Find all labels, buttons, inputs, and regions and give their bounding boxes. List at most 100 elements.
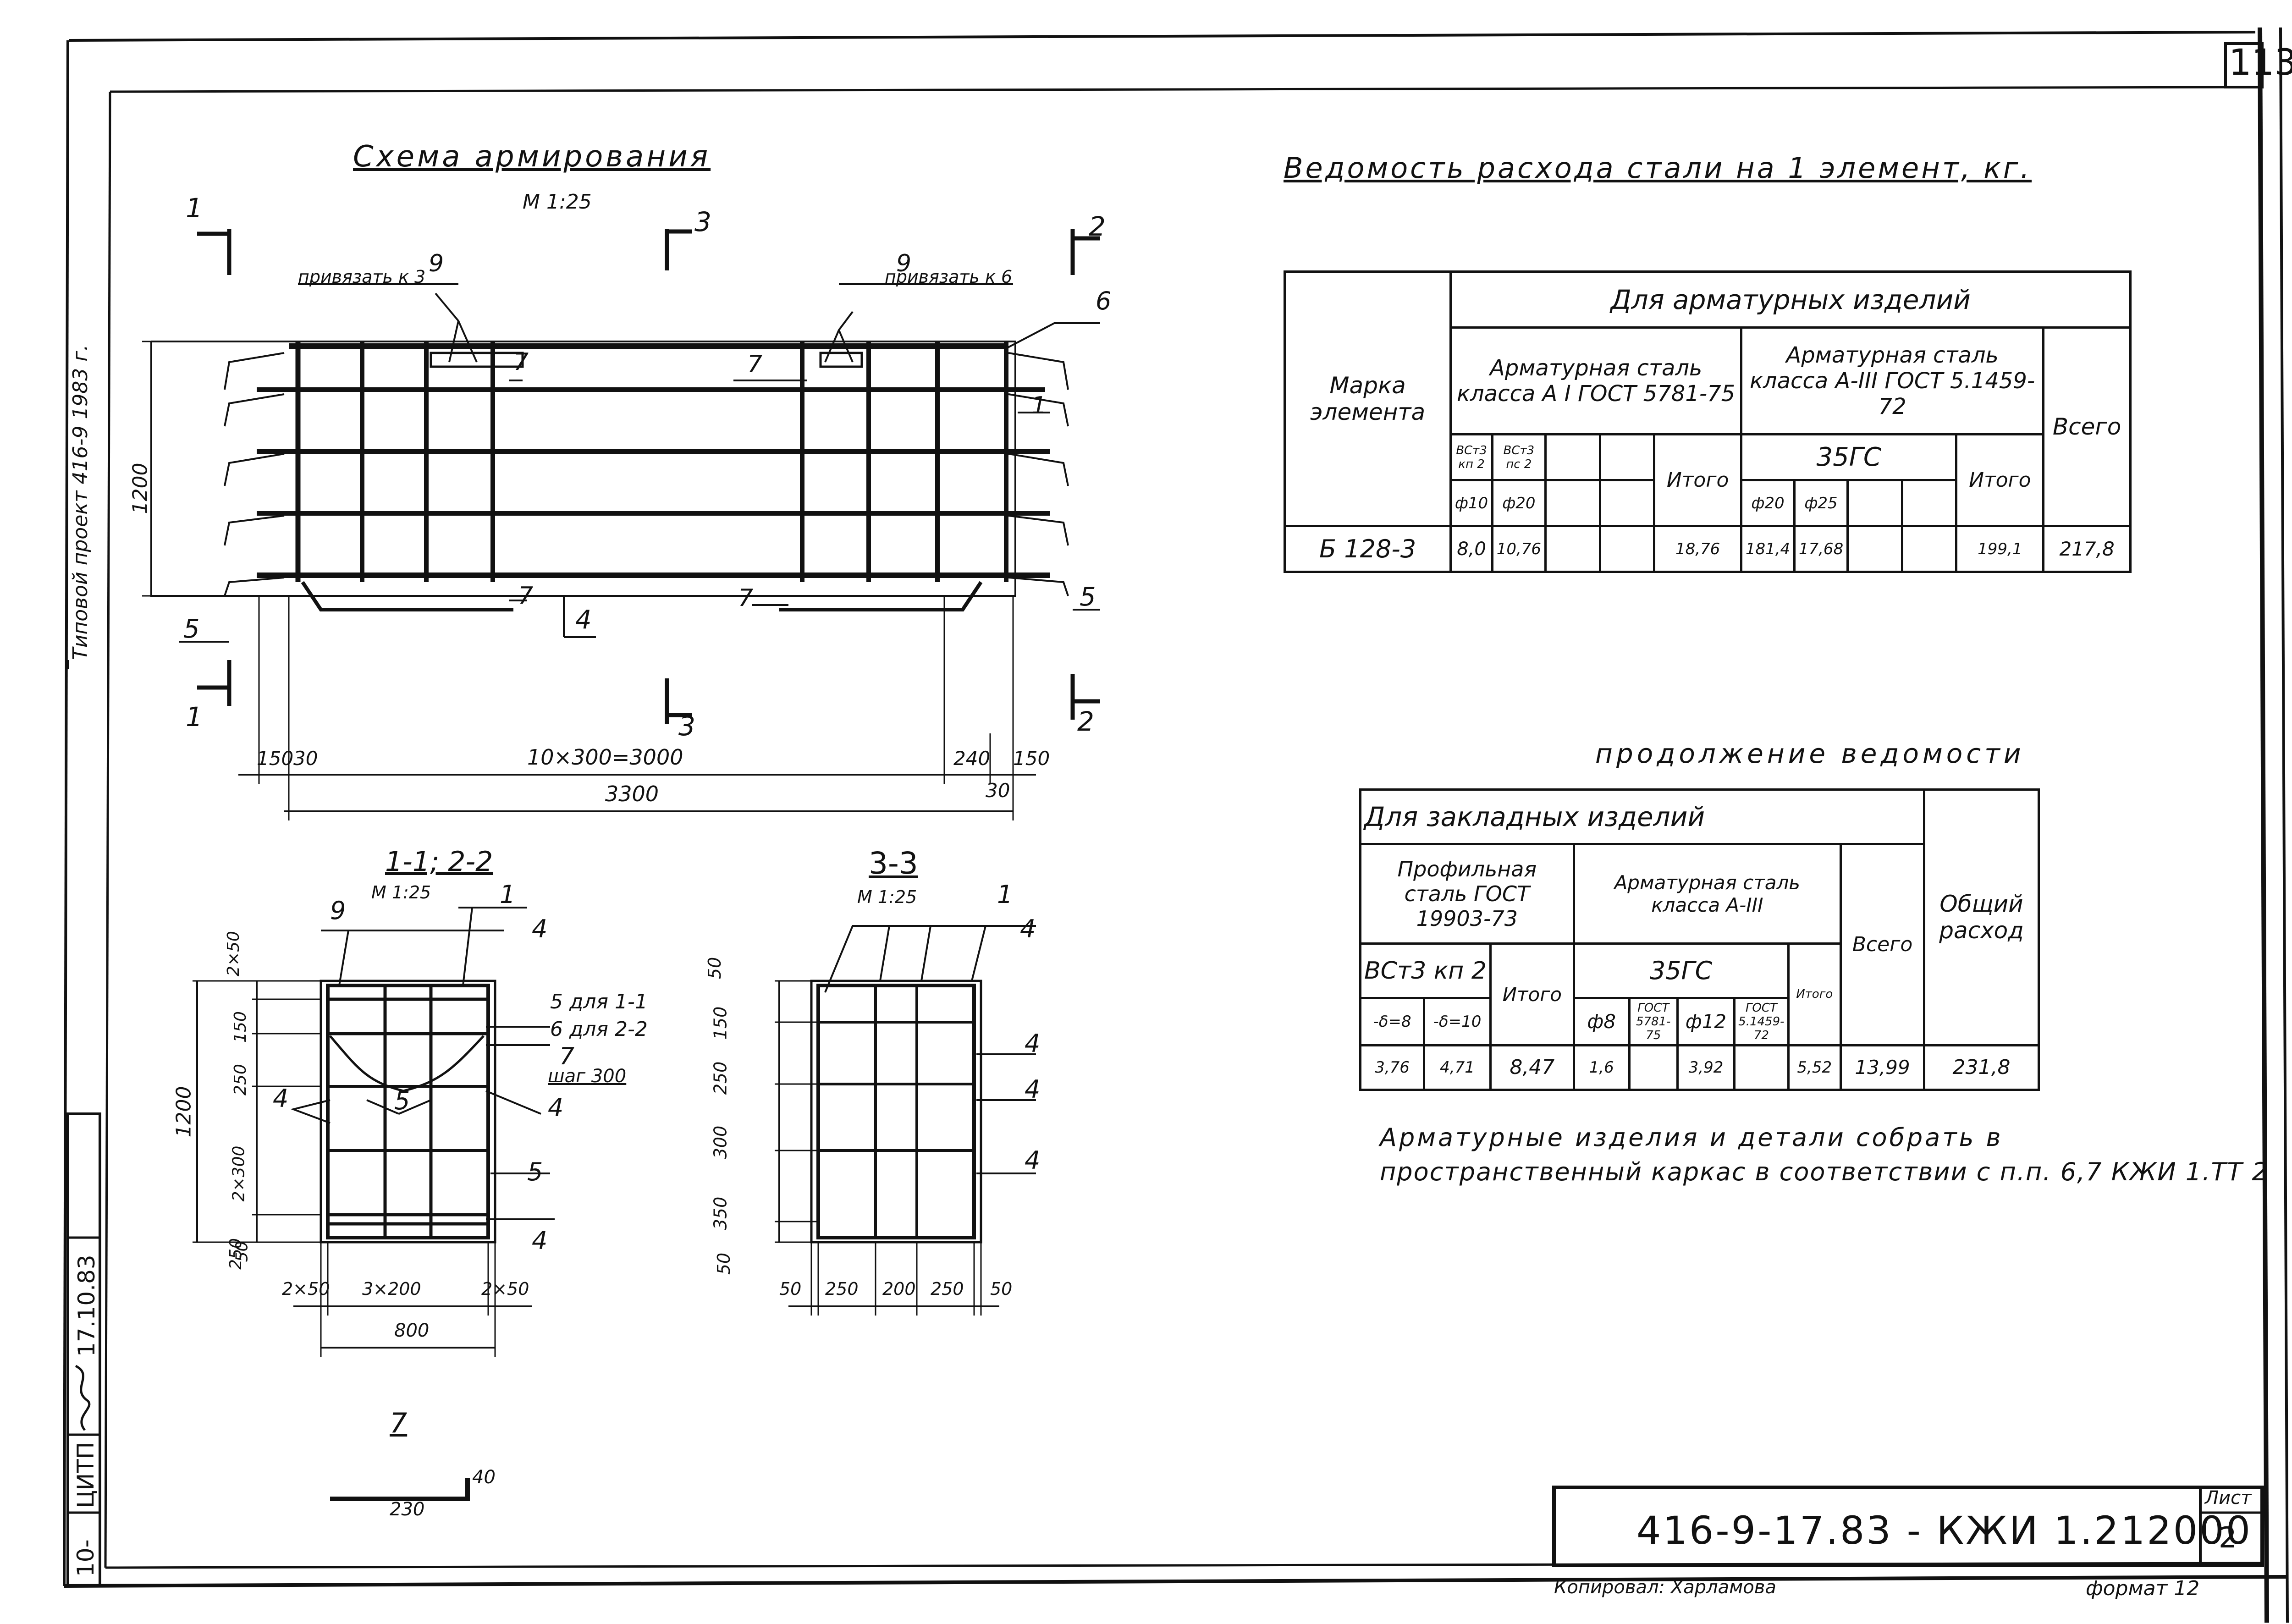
- sec11-note6: 6 для 2-2: [550, 1018, 648, 1041]
- group-a3: Арматурная сталь класса А-III ГОСТ 5.145…: [1740, 326, 2045, 436]
- section-1-top: 1: [186, 193, 203, 224]
- section-1-1-drawing: [193, 907, 555, 1357]
- row-c2: 10,76: [1491, 525, 1547, 573]
- cont-v1: 3,76: [1359, 1044, 1426, 1091]
- diam-7: [1846, 479, 1903, 528]
- cont-v3: 1,6: [1572, 1044, 1631, 1091]
- cont-table-title: продолжение ведомости: [1595, 738, 2025, 769]
- sec33-mark-1: 1: [997, 880, 1013, 909]
- sec11-note7: 7: [559, 1043, 575, 1070]
- mark-1: 1: [1031, 392, 1047, 419]
- note-line-2: пространственный каркас в соответствии с…: [1380, 1157, 2269, 1186]
- sec11-mark-4d: 4: [532, 1226, 548, 1255]
- diam-8: [1901, 479, 1958, 528]
- cont-gost1: ГОСТ 5781-75: [1628, 996, 1679, 1046]
- sec11-dim-bottom-1: 2×50: [282, 1279, 330, 1299]
- cont-header: Для закладных изделий: [1359, 788, 1926, 846]
- continuation-table: Для закладных изделий Общий расход Профи…: [1359, 788, 2040, 1091]
- dim-150b: 150: [1013, 747, 1050, 770]
- dim-30: 30: [293, 747, 318, 770]
- row-mark: Б 128-3: [1283, 525, 1452, 573]
- mark-7a: 7: [513, 348, 529, 376]
- section-1-bottom: 1: [186, 701, 203, 732]
- diam-1: ф10: [1449, 479, 1493, 528]
- detail7-length: 230: [390, 1499, 425, 1520]
- diam-3: [1544, 479, 1601, 528]
- mark-7d: 7: [738, 584, 754, 612]
- detail7-drawing: [330, 1478, 470, 1501]
- cont-col-total: Общий расход: [1923, 788, 2040, 1046]
- sec11-note5: 5 для 1-1: [550, 990, 648, 1013]
- cont-itogo: Итого: [1489, 942, 1575, 1046]
- cont-grade: 35ГС: [1572, 942, 1790, 999]
- sub-2: ВСт3 пс 2: [1491, 433, 1547, 482]
- dim-30b: 30: [986, 779, 1010, 802]
- sub-4: [1598, 433, 1656, 482]
- tie-note-left: привязать к 3: [298, 267, 426, 287]
- row-c4: [1598, 525, 1656, 573]
- sheet-number: 113: [2229, 42, 2292, 83]
- detail7-hook: 40: [472, 1467, 496, 1488]
- scheme-scale: М 1:25: [523, 190, 592, 214]
- cont-gost2: ГОСТ 5.1459-72: [1733, 996, 1790, 1046]
- cont-all: 13,99: [1839, 1044, 1926, 1091]
- steel-table-title: Ведомость расхода стали на 1 элемент, кг…: [1284, 151, 2032, 185]
- section11-scale: М 1:25: [371, 882, 431, 903]
- diam-5: ф20: [1740, 479, 1796, 528]
- sec11-dim-bottom-3: 2×50: [481, 1279, 529, 1299]
- note-line-1: Арматурные изделия и детали собрать в: [1380, 1123, 2003, 1152]
- mark-7c: 7: [518, 582, 534, 610]
- section-3-3-drawing: [775, 925, 1036, 1316]
- sec33-mark-4b: 4: [1025, 1029, 1041, 1058]
- cont-d3: ф8: [1572, 996, 1631, 1046]
- mark-5b: 5: [1080, 582, 1096, 612]
- diam-2: ф20: [1491, 479, 1547, 528]
- row-sum1: 18,76: [1653, 525, 1743, 573]
- reinforcement-elevation: [142, 229, 1100, 820]
- section-2-bottom: 2: [1077, 706, 1094, 737]
- row-c8: [1901, 525, 1958, 573]
- sub-1: ВСт3 кп 2: [1449, 433, 1493, 482]
- tie-note-right: привязать к 6: [885, 267, 1013, 287]
- col-total: Всего: [2042, 326, 2132, 528]
- mark-4: 4: [575, 605, 592, 635]
- row-c3: [1544, 525, 1601, 573]
- mark-5a: 5: [183, 614, 200, 644]
- section33-scale: М 1:25: [857, 887, 917, 907]
- sec33-dim-b4: 250: [931, 1279, 964, 1299]
- sec11-step: шаг 300: [548, 1066, 627, 1087]
- sheet-format: формат 12: [2086, 1577, 2200, 1600]
- cont-sum2: 5,52: [1787, 1044, 1842, 1091]
- sec33-mark-4c: 4: [1025, 1075, 1041, 1104]
- mark-9b: 9: [896, 250, 912, 277]
- dim-total: 3300: [605, 782, 659, 806]
- sec33-mark-4d: 4: [1025, 1146, 1041, 1175]
- row-c7: [1846, 525, 1903, 573]
- sec33-dim-b1: 50: [779, 1279, 802, 1299]
- mark-9a: 9: [429, 250, 444, 277]
- header-group: Для арматурных изделий: [1449, 270, 2132, 329]
- doc-code: 416-9-17.83 - КЖИ 1.212000: [1636, 1508, 2253, 1553]
- sec33-dim-b2: 250: [825, 1279, 859, 1299]
- cont-d2: -δ=10: [1423, 996, 1492, 1046]
- cont-sum1: 8,47: [1489, 1044, 1575, 1091]
- sheet-value: 2: [2219, 1521, 2237, 1554]
- scheme-title: Схема армирования: [353, 140, 711, 174]
- section-2-top: 2: [1089, 211, 1106, 242]
- sub-itogo-2: Итого: [1955, 433, 2045, 528]
- signature: [75, 1365, 91, 1431]
- sec11-total-w: 800: [394, 1320, 430, 1341]
- row-c5: 181,4: [1740, 525, 1796, 573]
- sec33-mark-4a: 4: [1020, 914, 1036, 943]
- section33-title: 3-3: [869, 846, 918, 881]
- col-mark: Марка элемента: [1283, 270, 1452, 528]
- group-a1: Арматурная сталь класса А I ГОСТ 5781-75: [1449, 326, 1743, 436]
- cont-v2: 4,71: [1423, 1044, 1492, 1091]
- sec11-mark-5b: 5: [527, 1157, 543, 1186]
- cont-vst: ВСт3 кп 2: [1359, 942, 1492, 999]
- cont-col-all: Всего: [1839, 843, 1926, 1046]
- detail7-mark: 7: [390, 1407, 408, 1439]
- sec11-mark-5a: 5: [394, 1086, 410, 1115]
